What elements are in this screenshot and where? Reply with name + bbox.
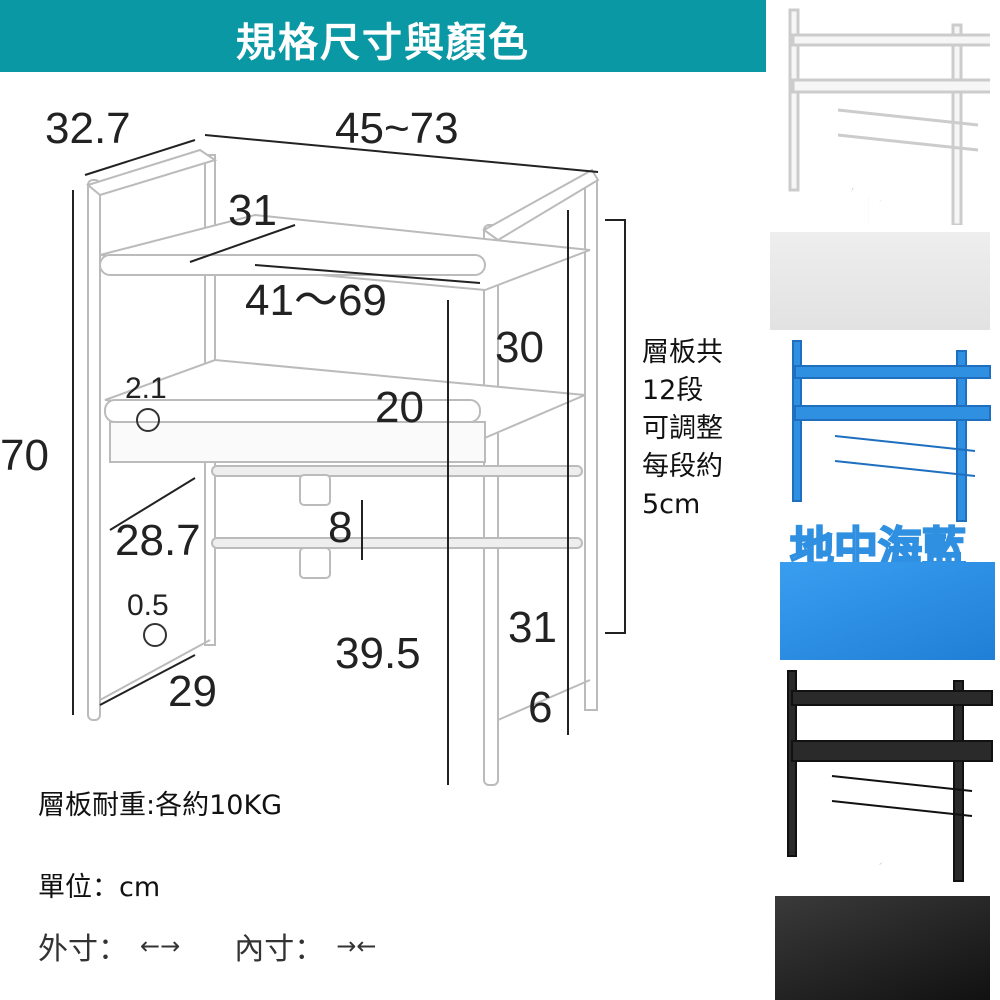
note-line: 可調整	[642, 413, 723, 444]
dim-base-depth-inner: 29	[168, 667, 217, 716]
note-line: 層板共	[642, 337, 723, 368]
dim-width-outer: 45~73	[335, 104, 459, 153]
blue-shelf-photo	[785, 336, 1000, 556]
note-line: 12段	[642, 375, 704, 406]
dimension-legend: 外寸： ←→ 內寸： →←	[38, 924, 376, 968]
dim-gap-bottom: 6	[528, 683, 552, 732]
inner-label: 內寸：	[234, 932, 325, 967]
shelf-dimension-diagram: 32.7 45~73 31 41～69 30 2.1 20 70 28.7 8 …	[0, 104, 626, 786]
unit-note: 單位：cm	[38, 872, 161, 903]
dim-pipe-top: 2.1	[125, 372, 167, 405]
inner-arrow-icon: →←	[336, 932, 377, 960]
color-label-white: 白色	[831, 182, 921, 235]
blue-closeup-photo	[780, 562, 995, 660]
dim-gap-lower: 31	[508, 603, 557, 652]
outer-label: 外寸：	[38, 932, 128, 967]
dim-rail-gap: 8	[328, 503, 352, 552]
note-line: 每段約	[642, 451, 723, 482]
dim-base-depth-outer: 28.7	[115, 516, 201, 565]
load-capacity-note: 層板耐重:各約10KG	[38, 790, 283, 821]
dim-height-total: 70	[0, 431, 49, 480]
color-label-black: 黑色	[831, 845, 921, 898]
note-line: 5cm	[642, 489, 701, 520]
outer-arrow-icon: ←→	[140, 932, 181, 960]
dim-gap-middle: 20	[375, 383, 424, 432]
white-shelf-photo	[778, 0, 990, 225]
black-shelf-photo	[782, 666, 1000, 886]
black-closeup-photo	[775, 896, 990, 1000]
dim-pipe-bottom: 0.5	[127, 589, 169, 622]
shelf-drawing	[85, 148, 600, 786]
dim-shelf-width: 41～69	[245, 276, 387, 325]
dim-shelf-depth: 31	[228, 186, 277, 235]
white-closeup-photo	[770, 232, 990, 330]
dim-height-lower: 39.5	[335, 629, 421, 678]
dim-gap-top: 30	[495, 323, 544, 372]
adjustable-shelves-note: 層板共 12段 可調整 每段約 5cm	[642, 334, 723, 524]
dimension-lines	[72, 134, 626, 785]
page-title: 規格尺寸與顏色	[236, 20, 530, 66]
header-banner: 規格尺寸與顏色	[0, 0, 766, 72]
dim-depth-outer: 32.7	[45, 104, 131, 153]
